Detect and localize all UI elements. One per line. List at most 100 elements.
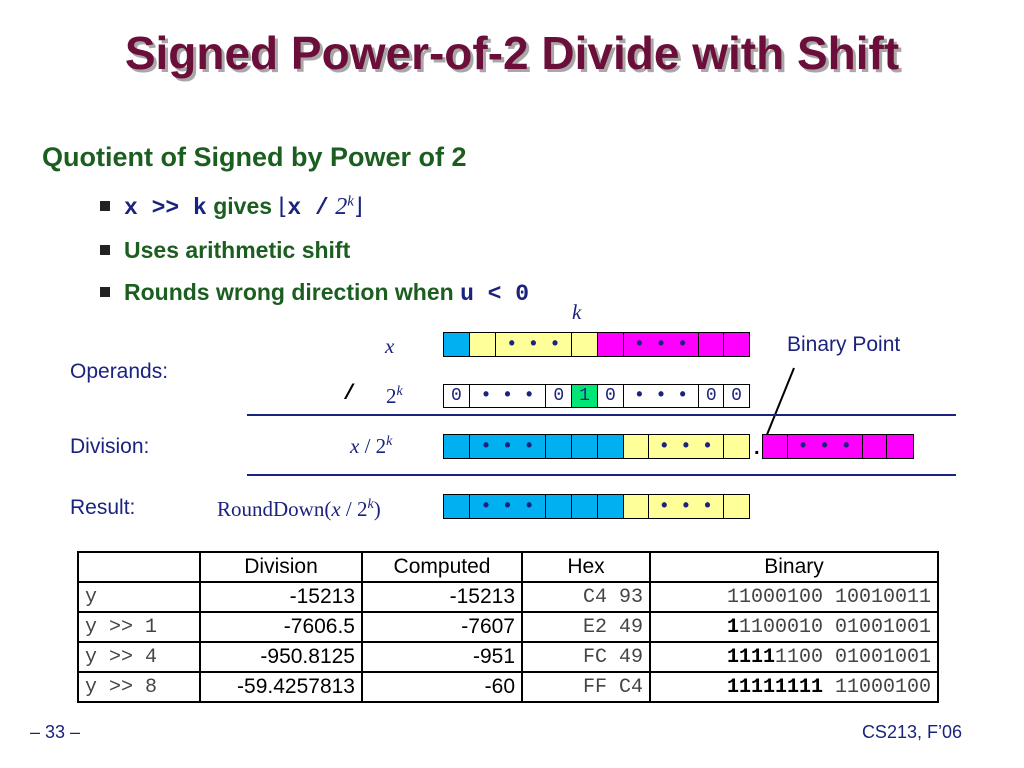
binary-sign-bits: 1 bbox=[726, 615, 739, 639]
bullet-text: Uses arithmetic shift bbox=[124, 237, 351, 263]
result-label: Result: bbox=[70, 496, 136, 519]
binary-cell: 11111100 01001001 bbox=[649, 641, 939, 673]
header-cell: Hex bbox=[521, 551, 651, 583]
bullet-arith-shift: Uses arithmetic shift bbox=[100, 237, 350, 264]
two-k-bit-bar: 0 • • • 0 1 0 • • • 0 0 bbox=[443, 384, 750, 408]
floor-k: k bbox=[347, 193, 354, 210]
table-header-row: Division Computed Hex Binary bbox=[77, 551, 939, 583]
round-pre: RoundDown( bbox=[217, 497, 332, 521]
u-less-zero-code: u < 0 bbox=[460, 281, 530, 307]
binary-rest-bits: 11000100 10010011 bbox=[726, 585, 931, 609]
division-cell: -7606.5 bbox=[199, 611, 363, 643]
computed-cell: -60 bbox=[361, 671, 523, 703]
xdiv-exp: k bbox=[386, 434, 393, 449]
header-cell bbox=[77, 551, 201, 583]
computed-cell: -951 bbox=[361, 641, 523, 673]
divider-line bbox=[247, 414, 956, 416]
floor-close: ⌋ bbox=[353, 194, 363, 219]
binary-cell: 11000100 10010011 bbox=[649, 581, 939, 613]
hex-cell: FC 49 bbox=[521, 641, 651, 673]
slide-title: Signed Power-of-2 Divide with Shift bbox=[124, 27, 900, 79]
bit-cell bbox=[623, 495, 649, 518]
binary-sign-bits: 1111 bbox=[726, 645, 775, 669]
binary-sign-bits: 11111111 bbox=[726, 675, 823, 699]
bit-dots: • • • bbox=[469, 495, 547, 518]
table-row: y >> 4 -950.8125 -951 FC 49 11111100 010… bbox=[77, 641, 939, 673]
x-bit-bar: • • • • • • bbox=[443, 332, 750, 357]
header-cell: Division bbox=[199, 551, 363, 583]
x-div-2k-label: x / 2k bbox=[350, 434, 392, 459]
header-cell: Computed bbox=[361, 551, 523, 583]
two-base: 2 bbox=[386, 384, 397, 408]
division-cell: -15213 bbox=[199, 581, 363, 613]
bit-cell bbox=[444, 435, 470, 458]
two-k-label: 2k bbox=[386, 384, 403, 409]
bit-one: 1 bbox=[572, 385, 598, 407]
bit-dots: • • • bbox=[469, 385, 547, 407]
table-row: y -15213 -15213 C4 93 11000100 10010011 bbox=[77, 581, 939, 613]
operands-label: Operands: bbox=[70, 360, 169, 383]
bit-cell bbox=[724, 435, 749, 458]
computed-cell: -15213 bbox=[361, 581, 523, 613]
bit-cell bbox=[597, 435, 624, 458]
computed-cell: -7607 bbox=[361, 611, 523, 643]
binary-point-arrow bbox=[763, 367, 795, 443]
bit-dots: • • • bbox=[623, 385, 700, 407]
division-frac-bar: • • • bbox=[762, 434, 914, 459]
xdiv-x: x bbox=[350, 434, 360, 458]
bit-cell bbox=[887, 435, 913, 458]
bullet-square-icon bbox=[100, 286, 110, 297]
binary-rest-bits: 1100 01001001 bbox=[774, 645, 931, 669]
subtitle: Quotient of Signed by Power of 2 bbox=[42, 142, 467, 172]
bullet-rounds-wrong: Rounds wrong direction when u < 0 bbox=[100, 279, 529, 307]
two-exp: k bbox=[396, 384, 403, 399]
bit-cell bbox=[623, 435, 649, 458]
table-row: y >> 8 -59.4257813 -60 FF C4 11111111 11… bbox=[77, 671, 939, 703]
bit-cell bbox=[763, 435, 788, 458]
x-label: x bbox=[385, 334, 395, 358]
bullet-text: Rounds wrong direction when bbox=[124, 279, 454, 305]
binary-point-dot: . bbox=[754, 437, 760, 459]
bit-cell bbox=[444, 333, 470, 356]
binary-cell: 11100010 01001001 bbox=[649, 611, 939, 643]
bullet-shift-gives: x >> k gives ⌊x / 2k⌋ bbox=[100, 193, 363, 221]
bit-cell bbox=[699, 333, 725, 356]
bit-dots: • • • bbox=[623, 333, 700, 356]
bit-zero: 0 bbox=[444, 385, 470, 407]
header-cell: Binary bbox=[649, 551, 939, 583]
division-label: Division: bbox=[70, 435, 150, 458]
result-bit-bar: • • • • • • bbox=[443, 494, 750, 519]
k-label: k bbox=[572, 300, 582, 324]
bit-dots: • • • bbox=[469, 435, 547, 458]
binary-point-label: Binary Point bbox=[787, 333, 901, 356]
bit-dots: • • • bbox=[648, 435, 725, 458]
bullet-square-icon bbox=[100, 244, 110, 255]
bit-cell bbox=[546, 435, 573, 458]
bit-cell bbox=[572, 435, 598, 458]
gives-text: gives bbox=[213, 193, 273, 219]
course-label: CS213, F’06 bbox=[861, 722, 962, 742]
division-cell: -950.8125 bbox=[199, 641, 363, 673]
bit-dots: • • • bbox=[787, 435, 863, 458]
bit-zero: 0 bbox=[699, 385, 725, 407]
floor-x: x / bbox=[287, 195, 329, 221]
round-x: x bbox=[331, 497, 341, 521]
shift-results-table: Division Computed Hex Binary y -15213 -1… bbox=[77, 551, 939, 703]
floor-open: ⌊ bbox=[278, 194, 288, 219]
bit-cell bbox=[572, 333, 598, 356]
bullet-square-icon bbox=[100, 200, 110, 211]
division-cell: -59.4257813 bbox=[199, 671, 363, 703]
hex-cell: FF C4 bbox=[521, 671, 651, 703]
expr-cell: y >> 4 bbox=[77, 641, 201, 673]
rounddown-label: RoundDown(x / 2k) bbox=[217, 497, 381, 522]
bit-cell bbox=[597, 333, 624, 356]
round-exp: k bbox=[367, 497, 374, 512]
bit-cell bbox=[444, 495, 470, 518]
expr-cell: y >> 8 bbox=[77, 671, 201, 703]
binary-rest-bits: 1100010 01001001 bbox=[738, 615, 931, 639]
divide-operator: / bbox=[343, 383, 356, 406]
division-int-bar: • • • • • • bbox=[443, 434, 750, 459]
expr-cell: y bbox=[77, 581, 201, 613]
xdiv-slash: / 2 bbox=[364, 434, 387, 458]
expr-cell: y >> 1 bbox=[77, 611, 201, 643]
